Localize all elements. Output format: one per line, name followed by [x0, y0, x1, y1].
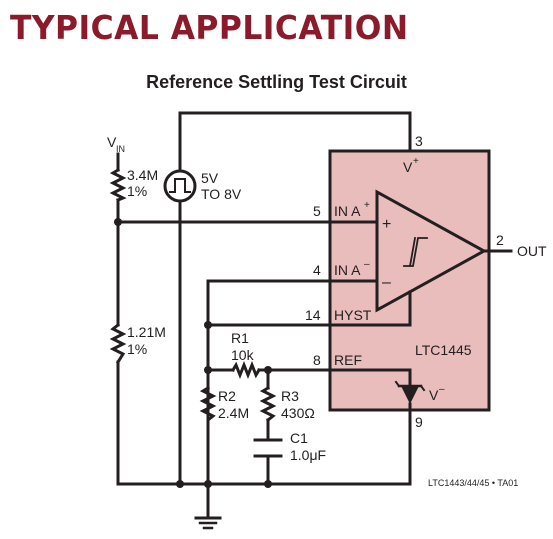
r1-value: 10k: [231, 347, 255, 363]
hysteresis-symbol: [403, 236, 428, 268]
hyst-label: HYST: [334, 307, 372, 323]
resistor-r-bot: [109, 322, 127, 365]
pin-4: 4: [313, 262, 321, 278]
resistor-r2: [199, 385, 217, 486]
comparator-triangle: [375, 189, 488, 313]
pin-5: 5: [313, 203, 321, 219]
source-line1: 5V: [201, 170, 219, 186]
section-header: TYPICAL APPLICATION: [10, 8, 409, 47]
r3-value: 430Ω: [281, 405, 315, 421]
pin-2: 2: [496, 232, 504, 248]
figure-code: LTC1443/44/45 • TA01: [428, 478, 518, 488]
vin-subscript: IN: [116, 144, 125, 154]
r1-name: R1: [231, 330, 249, 346]
ground-icon: [194, 516, 222, 530]
resistor-r-top: [109, 167, 127, 202]
zener-reference: [394, 380, 426, 404]
vminus-sup: –: [439, 384, 445, 395]
ina-plus-sup: +: [364, 200, 370, 211]
wires: [116, 111, 513, 520]
ic-name: LTC1445: [415, 342, 472, 358]
diagram-caption: Reference Settling Test Circuit: [146, 72, 407, 92]
pin-3: 3: [415, 133, 423, 149]
r3-name: R3: [281, 388, 299, 404]
r-bot-tol: 1%: [127, 341, 147, 357]
vin-label: V: [107, 134, 117, 150]
ina-minus-label: IN A: [334, 262, 361, 278]
ref-label: REF: [334, 352, 362, 368]
capacitor-c1: [253, 438, 283, 458]
r-top-value: 3.4M: [127, 167, 158, 183]
pin-9: 9: [415, 414, 423, 430]
source-line2: TO 8V: [201, 186, 242, 202]
pin-14: 14: [305, 307, 321, 323]
r-top-tol: 1%: [127, 183, 147, 199]
plus-sign: +: [382, 216, 391, 233]
ina-minus-sup: –: [364, 259, 370, 270]
pulse-source: [163, 169, 197, 203]
c1-value: 1.0μF: [290, 447, 326, 463]
resistor-r1: [230, 360, 262, 380]
c1-name: C1: [290, 430, 308, 446]
out-label: OUT: [517, 243, 547, 259]
vminus-label: V: [429, 387, 439, 403]
minus-sign: –: [382, 274, 391, 291]
r2-value: 2.4M: [218, 405, 249, 421]
junctions: [114, 218, 272, 488]
resistor-r3: [259, 385, 277, 423]
pin-8: 8: [313, 352, 321, 368]
ina-plus-label: IN A: [334, 203, 361, 219]
vplus-sup: +: [413, 156, 419, 167]
vplus-label: V: [403, 159, 413, 175]
r2-name: R2: [218, 388, 236, 404]
r-bot-value: 1.21M: [127, 324, 166, 340]
